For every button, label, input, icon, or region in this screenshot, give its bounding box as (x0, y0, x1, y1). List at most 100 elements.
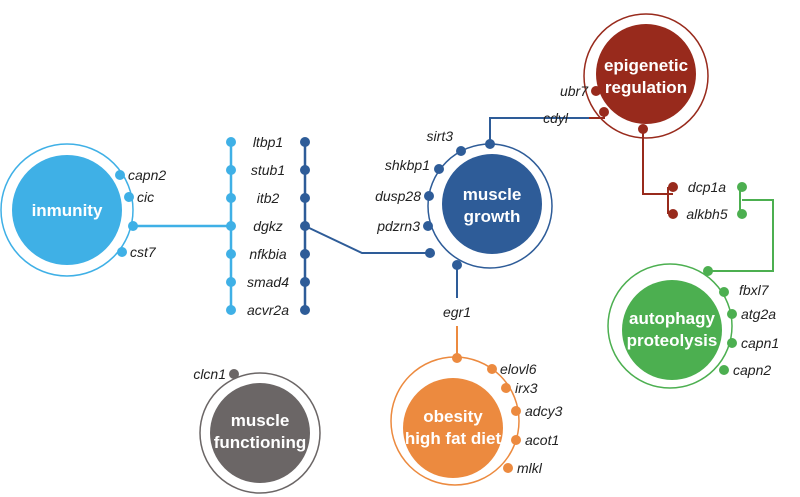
gene-node-column-link (425, 248, 435, 258)
autophagy-label-1: autophagy (629, 309, 715, 328)
gene-label-cic: cic (137, 189, 154, 205)
muscle-growth-cluster: muscle growth sirt3 shkbp1 dusp28 pdzrn3 (375, 117, 589, 298)
column-node-dark-nfkbia (300, 249, 310, 259)
gene-label-ltbp1: ltbp1 (253, 134, 283, 150)
epigenetic-cluster: epigenetic regulation ubr7 cdyl (543, 13, 709, 195)
gene-label-adcy3: adcy3 (525, 403, 563, 419)
column-node-light-itb2 (226, 193, 236, 203)
gene-label-capn2: capn2 (128, 167, 166, 183)
gene-node-capn2 (115, 170, 125, 180)
gene-node-shkbp1 (434, 164, 444, 174)
epi-auto-link: dcp1a alkbh5 (667, 179, 774, 272)
gene-node-clcn1 (229, 369, 239, 379)
gene-node-dusp28 (424, 191, 434, 201)
obesity-genes: elovl6 irx3 adcy3 acot1 mlkl (452, 353, 563, 476)
gene-node-pdzrn3 (423, 221, 433, 231)
epigenetic-hub (596, 24, 696, 124)
muscle-growth-label-2: growth (464, 207, 521, 226)
gene-label-atg2a: atg2a (741, 306, 776, 322)
gene-label-cst7: cst7 (130, 244, 157, 260)
column-node-light-acvr2a (226, 305, 236, 315)
gene-node-fbxl7 (719, 287, 729, 297)
cdyl-connector (589, 112, 605, 119)
gene-node-mlkl (503, 463, 513, 473)
column-node-dark-smad4 (300, 277, 310, 287)
gene-label-acvr2a: acvr2a (247, 302, 289, 318)
gene-node-egr1-link-obesity (452, 353, 462, 363)
column-node-light-nfkbia (226, 249, 236, 259)
obesity-hub (403, 378, 503, 478)
column-node-dark-ltbp1 (300, 137, 310, 147)
gene-label-egr1: egr1 (443, 304, 471, 320)
autophagy-cluster: autophagy proteolysis fbxl7 atg2a capn1 … (607, 263, 779, 389)
column-node-light-dgkz (226, 221, 236, 231)
gene-label-stub1: stub1 (251, 162, 285, 178)
muscle-functioning-cluster: muscle functioning clcn1 (193, 366, 321, 494)
column-node-dark-stub1 (300, 165, 310, 175)
gene-label-elovl6: elovl6 (500, 361, 537, 377)
gene-label-mlkl: mlkl (517, 460, 543, 476)
epigenetic-ring (583, 13, 709, 139)
column-node-dark-itb2 (300, 193, 310, 203)
gene-node-sirt3 (456, 146, 466, 156)
gene-label-nfkbia: nfkbia (249, 246, 287, 262)
gene-node-elovl6 (487, 364, 497, 374)
obesity-cluster: obesity high fat diet elovl6 irx3 adcy3 … (390, 353, 563, 486)
gene-node-atg2a (727, 309, 737, 319)
gene-node-dcp1a-red (668, 182, 678, 192)
immunity-label: inmunity (32, 201, 103, 220)
gene-node-dgkz-link (128, 221, 138, 231)
gene-node-adcy3 (511, 406, 521, 416)
muscle-growth-hub (442, 154, 542, 254)
gene-label-cdyl: cdyl (543, 110, 569, 126)
gene-node-cic (124, 192, 134, 202)
gene-node-autophagy-link (703, 266, 713, 276)
muscle-growth-label-1: muscle (463, 185, 522, 204)
gene-label-fbxl7: fbxl7 (739, 282, 770, 298)
autophagy-hub (622, 280, 722, 380)
gene-node-alkbh5-red (668, 209, 678, 219)
epigenetic-to-dcp1a-connector (642, 129, 673, 195)
gene-label-pdzrn3: pdzrn3 (376, 218, 420, 234)
gene-label-acot1: acot1 (525, 432, 559, 448)
gene-label-capn2: capn2 (733, 362, 771, 378)
gene-label-alkbh5: alkbh5 (686, 206, 727, 222)
muscle-functioning-hub (210, 383, 310, 483)
gene-node-cst7 (117, 247, 127, 257)
gene-label-capn1: capn1 (741, 335, 779, 351)
muscle-functioning-ring (199, 372, 321, 494)
gene-node-ubr7 (591, 86, 601, 96)
column-to-muscle-connector (304, 225, 430, 254)
gene-label-itb2: itb2 (257, 190, 280, 206)
gene-label-clcn1: clcn1 (193, 366, 226, 382)
muscle-functioning-label-2: functioning (214, 433, 307, 452)
immunity-cluster: inmunity capn2 cic cst7 (0, 143, 231, 277)
obesity-label-1: obesity (423, 407, 483, 426)
link-to-autophagy-connector (708, 199, 774, 272)
gene-label-dcp1a: dcp1a (688, 179, 726, 195)
gene-node-capn2 (719, 365, 729, 375)
obesity-label-2: high fat diet (405, 429, 502, 448)
autophagy-genes: fbxl7 atg2a capn1 capn2 (703, 266, 779, 378)
muscle-to-cdyl-connector (489, 117, 589, 144)
gene-label-irx3: irx3 (515, 380, 538, 396)
gene-label-dgkz: dgkz (253, 218, 283, 234)
gene-node-acot1 (511, 435, 521, 445)
autophagy-ring (607, 263, 733, 389)
autophagy-label-2: proteolysis (627, 331, 718, 350)
epigenetic-label-2: regulation (605, 78, 687, 97)
immunity-hub (12, 155, 122, 265)
gene-node-alkbh5-green (737, 209, 747, 219)
gene-node-irx3 (501, 383, 511, 393)
gene-label-smad4: smad4 (247, 274, 289, 290)
column-node-light-stub1 (226, 165, 236, 175)
epigenetic-label-1: epigenetic (604, 56, 688, 75)
immunity-genes: capn2 cic cst7 (115, 167, 166, 260)
column-node-light-ltbp1 (226, 137, 236, 147)
gene-label-dusp28: dusp28 (375, 188, 421, 204)
column-node-light-smad4 (226, 277, 236, 287)
gene-label-ubr7: ubr7 (560, 83, 589, 99)
gene-node-dcp1a-green (737, 182, 747, 192)
gene-node-capn1 (727, 338, 737, 348)
